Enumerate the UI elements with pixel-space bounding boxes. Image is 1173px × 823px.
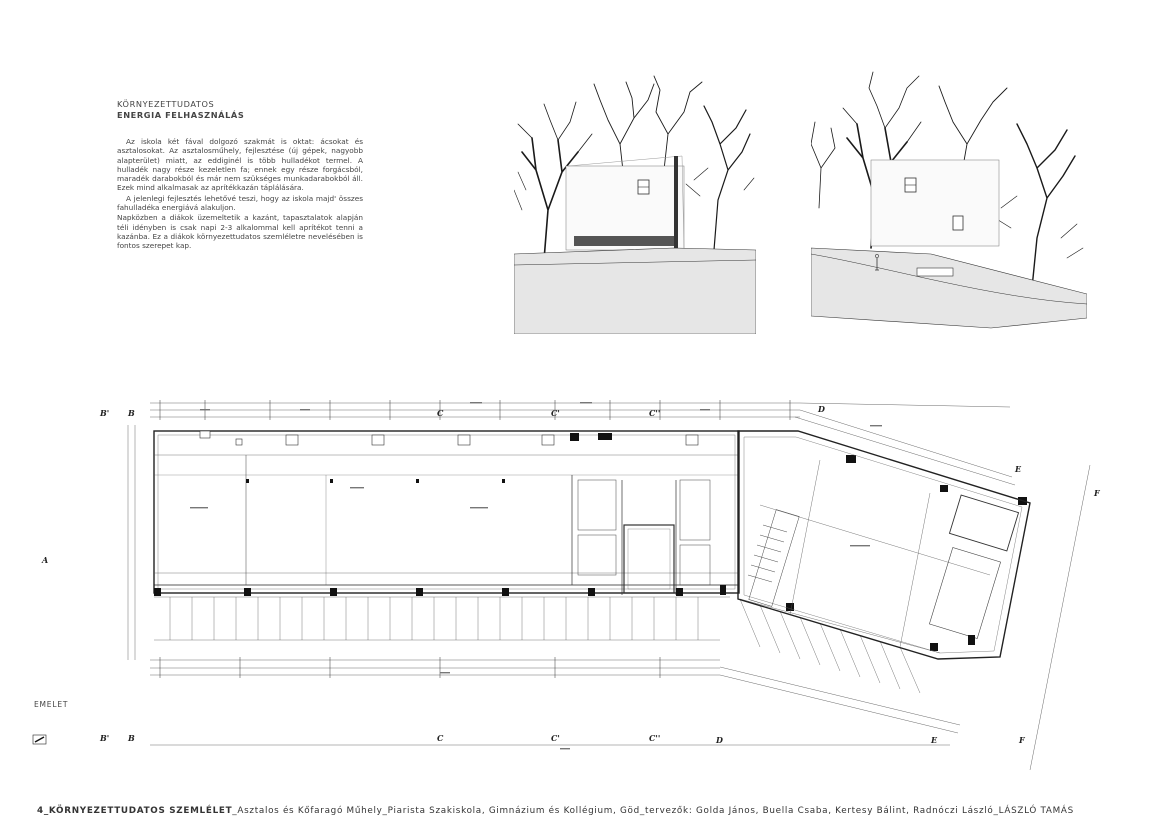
footer-title: 4_KÖRNYEZETTUDATOS SZEMLÉLET bbox=[37, 806, 233, 816]
grid-label: B' bbox=[99, 733, 109, 743]
garage-opening bbox=[916, 267, 954, 277]
grid-label: B bbox=[127, 408, 135, 418]
grid-label: E bbox=[1014, 464, 1022, 474]
grid-label: B' bbox=[99, 408, 109, 418]
north-arrow-icon bbox=[32, 734, 47, 745]
grid-label: C bbox=[437, 408, 444, 418]
paragraph-1: Az iskola két fával dolgozó szakmát is o… bbox=[117, 137, 363, 193]
floor-label: EMELET bbox=[34, 700, 69, 709]
staircase-icon bbox=[747, 509, 800, 607]
dimension-marks bbox=[190, 402, 882, 750]
colonnade-grid bbox=[154, 596, 941, 694]
grid-label: F bbox=[1093, 488, 1101, 498]
paragraph-2: A jelenlegi fejlesztés lehetővé teszi, h… bbox=[117, 193, 363, 213]
grid-label: C' bbox=[551, 733, 560, 743]
grid-label: A bbox=[41, 555, 48, 565]
grid-label: B bbox=[127, 733, 135, 743]
description-text: Az iskola két fával dolgozó szakmát is o… bbox=[117, 137, 363, 251]
ground bbox=[514, 247, 756, 334]
east-wing bbox=[737, 430, 1031, 660]
ground-floor-glazing bbox=[574, 236, 674, 246]
dimension-lines bbox=[127, 402, 1091, 770]
structural-columns bbox=[154, 433, 1027, 651]
grid-label: F bbox=[1018, 735, 1026, 745]
section-heading: KÖRNYEZETTUDATOS ENERGIA FELHASZNÁLÁS bbox=[117, 99, 244, 120]
footer-credits: _Asztalos és Kőfaragó Műhely_Piarista Sz… bbox=[232, 806, 1074, 816]
building-volume bbox=[870, 159, 1000, 247]
elevation-render-left bbox=[514, 60, 756, 334]
grid-label: D bbox=[715, 735, 723, 745]
footer-caption: 4_KÖRNYEZETTUDATOS SZEMLÉLET_Asztalos és… bbox=[37, 806, 1074, 816]
east-columns bbox=[720, 585, 975, 645]
grid-label: C bbox=[437, 733, 444, 743]
trees-left bbox=[514, 75, 755, 261]
window-icon bbox=[952, 215, 964, 231]
person-figure bbox=[875, 258, 879, 271]
grid-label: E bbox=[930, 735, 938, 745]
wall-niches bbox=[199, 430, 699, 446]
west-wing bbox=[153, 430, 740, 595]
floor-plan: B' B C C' C'' D E F A B' B C C' C'' D E … bbox=[32, 400, 1101, 770]
paragraph-3: Napközben a diákok üzemeltetik a kazánt,… bbox=[117, 213, 363, 251]
elevation-render-right bbox=[811, 58, 1087, 334]
grid-label: D bbox=[817, 404, 825, 414]
grid-label: C'' bbox=[649, 408, 660, 418]
dimension-ticks bbox=[159, 400, 791, 678]
grid-label: C' bbox=[551, 408, 560, 418]
heading-line-1: KÖRNYEZETTUDATOS bbox=[117, 99, 215, 109]
heading-line-2: ENERGIA FELHASZNÁLÁS bbox=[117, 109, 245, 120]
grid-label: C'' bbox=[649, 733, 660, 743]
